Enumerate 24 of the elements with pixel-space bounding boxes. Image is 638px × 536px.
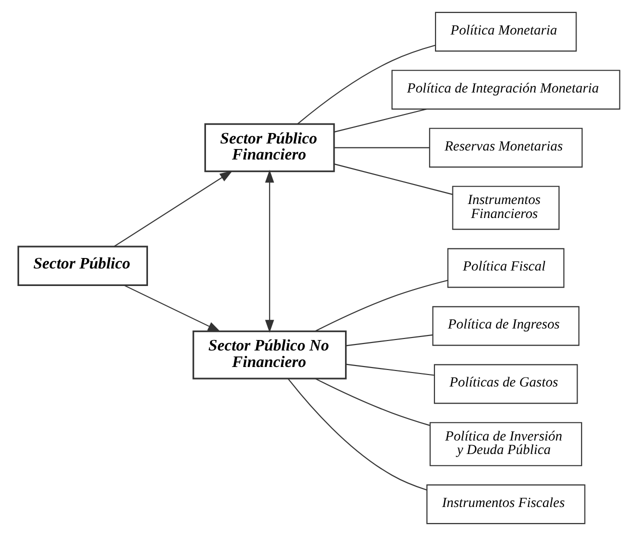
node-box: Sector Público No Financiero — [192, 330, 347, 380]
node-box: Políticas de Gastos — [434, 364, 578, 404]
connector — [314, 280, 448, 332]
connector — [297, 44, 436, 124]
connector — [288, 378, 428, 491]
node-box: Instrumentos Fiscales — [426, 484, 586, 524]
node-box: Instrumentos Financieros — [452, 186, 560, 230]
connector — [346, 364, 434, 376]
node-box: Política de Integración Monetaria — [392, 70, 620, 110]
arrow — [265, 170, 274, 333]
node-box: Política Fiscal — [447, 248, 564, 288]
connector — [334, 147, 430, 148]
node-box: Política Monetaria — [434, 12, 577, 52]
node-box: Política de Ingresos — [432, 306, 580, 346]
connector — [315, 378, 430, 426]
arrow — [114, 170, 233, 247]
arrow — [124, 284, 221, 332]
connector — [346, 334, 433, 346]
node-box: Sector Público — [18, 246, 148, 286]
node-box: Reservas Monetarias — [429, 128, 583, 168]
node-box: Política de Inversión y Deuda Pública — [430, 422, 582, 466]
connector — [334, 108, 427, 132]
node-box: Sector Público Financiero — [204, 123, 335, 172]
connector — [334, 164, 453, 195]
